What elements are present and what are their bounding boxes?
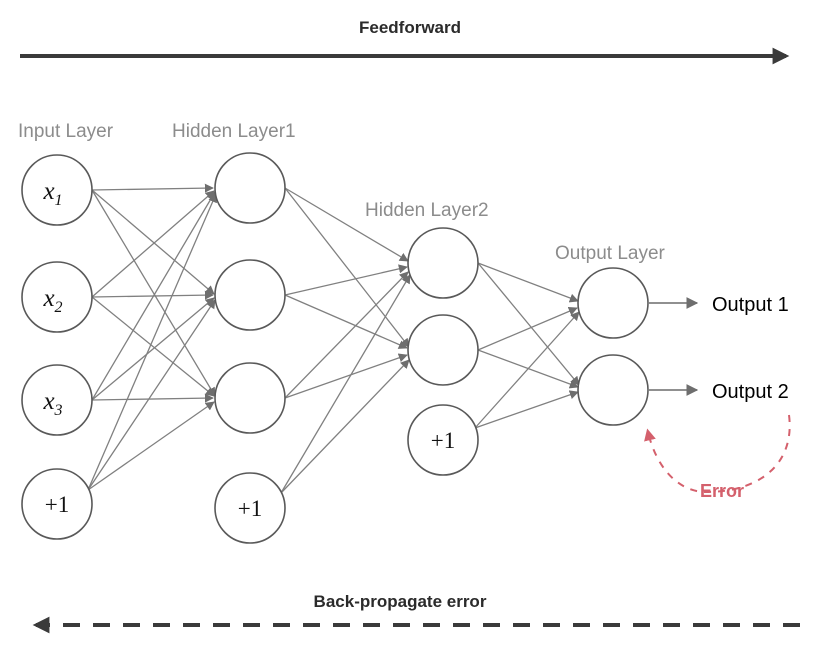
edge (91, 290, 214, 300)
error-curve-arrow (644, 414, 791, 494)
edge (477, 262, 579, 303)
edge (280, 359, 410, 494)
layer-label-output: Output Layer (555, 243, 666, 264)
edge (284, 187, 409, 262)
output-label-1: Output 1 (712, 294, 789, 316)
edge (477, 262, 580, 386)
edge (91, 190, 215, 298)
layer-hidden1: Hidden Layer1 +1 (172, 121, 296, 544)
edge (91, 393, 214, 403)
edges-hidden2-to-output (474, 262, 580, 429)
node-label: +1 (431, 428, 455, 453)
edge (284, 353, 408, 399)
node-circle[interactable] (577, 267, 649, 339)
node-label: +1 (238, 496, 262, 521)
hidden1-node-1[interactable] (214, 152, 286, 224)
edge (91, 183, 214, 193)
layer-input: Input Layer x1 x2 x3 +1 (18, 121, 114, 540)
edge (280, 274, 411, 494)
output-node-2[interactable] (577, 354, 649, 426)
hidden1-node-3[interactable] (214, 362, 286, 434)
node-circle[interactable] (407, 314, 479, 386)
edge (87, 401, 215, 491)
hidden1-node-2[interactable] (214, 259, 286, 331)
hidden2-node-1[interactable] (407, 227, 479, 299)
edge (474, 311, 580, 429)
hidden2-node-2[interactable] (407, 314, 479, 386)
edge (91, 189, 215, 295)
error-feedback: Error (644, 414, 791, 501)
layer-hidden2: Hidden Layer2 +1 (365, 200, 489, 476)
input-bias-node[interactable]: +1 (21, 468, 93, 540)
node-circle[interactable] (577, 354, 649, 426)
node-circle[interactable] (21, 364, 93, 436)
input-node-2[interactable]: x2 (21, 261, 93, 333)
feedforward-label: Feedforward (359, 18, 461, 37)
node-circle[interactable] (21, 261, 93, 333)
edge (284, 187, 410, 348)
error-label: Error (700, 481, 744, 501)
edge (284, 294, 408, 349)
layer-label-hidden2: Hidden Layer2 (365, 200, 489, 221)
node-circle[interactable] (21, 468, 93, 540)
node-circle[interactable] (214, 259, 286, 331)
node-circle[interactable] (214, 472, 286, 544)
edges-hidden1-to-hidden2 (280, 187, 411, 494)
layer-label-hidden1: Hidden Layer1 (172, 121, 296, 142)
edge (284, 271, 409, 399)
feedforward-banner: Feedforward (20, 18, 790, 65)
edge (284, 264, 408, 296)
input-node-1[interactable]: x1 (21, 154, 93, 226)
edge (91, 297, 215, 401)
node-circle[interactable] (214, 362, 286, 434)
node-label: +1 (45, 492, 69, 517)
edge (91, 296, 215, 397)
edge (477, 307, 578, 351)
backprop-banner: Back-propagate error (32, 592, 800, 634)
output-label-2: Output 2 (712, 381, 789, 403)
edge (87, 299, 216, 491)
layer-label-input: Input Layer (18, 121, 114, 142)
edges-input-to-hidden1 (87, 183, 217, 491)
edge (91, 191, 216, 401)
backprop-label: Back-propagate error (314, 592, 487, 611)
output-node-1[interactable] (577, 267, 649, 339)
node-circle[interactable] (214, 152, 286, 224)
layer-output: Output Layer (555, 243, 666, 426)
hidden1-bias-node[interactable]: +1 (214, 472, 286, 544)
edge (87, 193, 217, 491)
node-circle[interactable] (407, 404, 479, 476)
edge (91, 189, 216, 397)
node-circle[interactable] (407, 227, 479, 299)
node-circle[interactable] (21, 154, 93, 226)
input-node-3[interactable]: x3 (21, 364, 93, 436)
edge (474, 390, 579, 429)
hidden2-bias-node[interactable]: +1 (407, 404, 479, 476)
output-results: Output 1 Output 2 (649, 294, 789, 403)
